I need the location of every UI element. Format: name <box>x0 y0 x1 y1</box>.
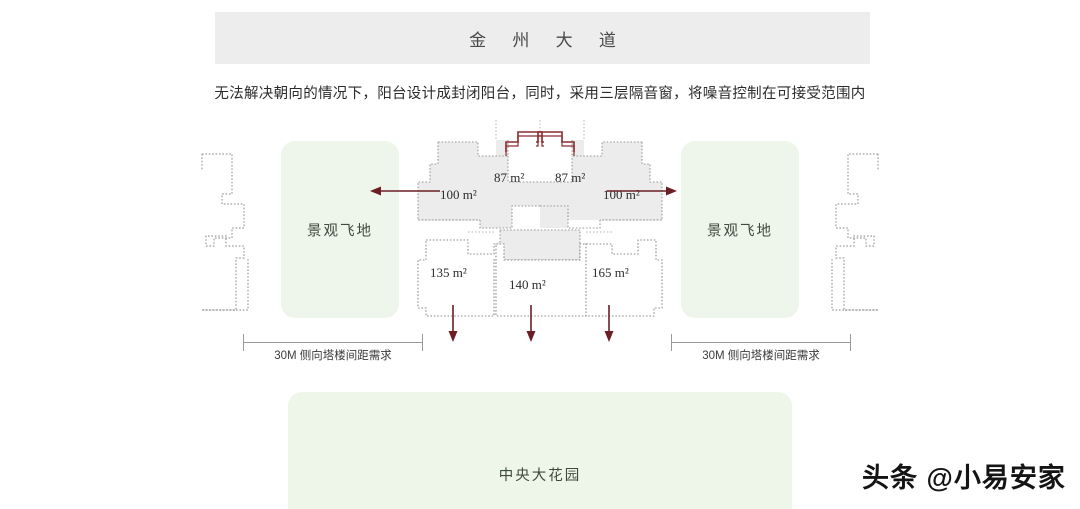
road-title-text: 金 州 大 道 <box>469 30 627 50</box>
landscape-enclave-right-label: 景观飞地 <box>707 223 773 239</box>
landscape-enclave-left-label: 景观飞地 <box>307 223 373 239</box>
neighbour-building-outline-left <box>196 150 266 330</box>
dimension-left: 30M 侧向塔楼间距需求 <box>243 334 423 368</box>
dimension-right-label: 30M 侧向塔楼间距需求 <box>702 350 820 362</box>
plan-central-core <box>499 229 581 261</box>
central-garden-label: 中央大花园 <box>498 468 582 484</box>
dimension-left-bar <box>243 342 423 343</box>
dimension-right-tick-end <box>850 334 851 351</box>
orientation-arrow-down-1 <box>447 305 459 343</box>
plan-upper-block <box>417 140 663 229</box>
dimension-left-tick-end <box>422 334 423 351</box>
soundproof-balcony-left-inner <box>505 135 544 156</box>
dimension-left-tick-start <box>243 334 244 351</box>
orientation-arrow-down-3 <box>603 305 615 343</box>
plan-lower-block <box>417 239 663 317</box>
neighbour-building-outline-right <box>814 150 884 330</box>
dimension-right-tick-start <box>671 334 672 351</box>
tower-floor-plan <box>408 120 672 325</box>
soundproof-balcony-right-inner <box>536 135 575 156</box>
unit-area-upper-right-87: 87 m² <box>555 170 586 185</box>
dimension-right-bar <box>671 342 851 343</box>
landscape-enclave-left: 景观飞地 <box>281 141 399 318</box>
unit-area-lower-left-135: 135 m² <box>430 265 467 280</box>
unit-area-upper-left-100: 100 m² <box>440 187 477 202</box>
plan-shaft-lines <box>495 120 585 142</box>
road-title-band: 金 州 大 道 <box>215 12 870 64</box>
orientation-arrow-down-2 <box>525 305 537 343</box>
orientation-arrow-left <box>368 185 440 197</box>
central-garden-area: 中央大花园 <box>288 392 792 509</box>
landscape-enclave-right: 景观飞地 <box>681 141 799 318</box>
dimension-left-label: 30M 侧向塔楼间距需求 <box>274 350 392 362</box>
unit-area-lower-center-140: 140 m² <box>509 277 546 292</box>
orientation-arrow-right <box>607 185 679 197</box>
unit-area-upper-left-87: 87 m² <box>494 170 525 185</box>
watermark-text: 头条 @小易安家 <box>862 463 1066 493</box>
unit-area-lower-right-165: 165 m² <box>592 265 629 280</box>
caption-text: 无法解决朝向的情况下，阳台设计成封闭阳台，同时，采用三层隔音窗，将噪音控制在可接… <box>214 86 866 102</box>
dimension-right: 30M 侧向塔楼间距需求 <box>671 334 851 368</box>
